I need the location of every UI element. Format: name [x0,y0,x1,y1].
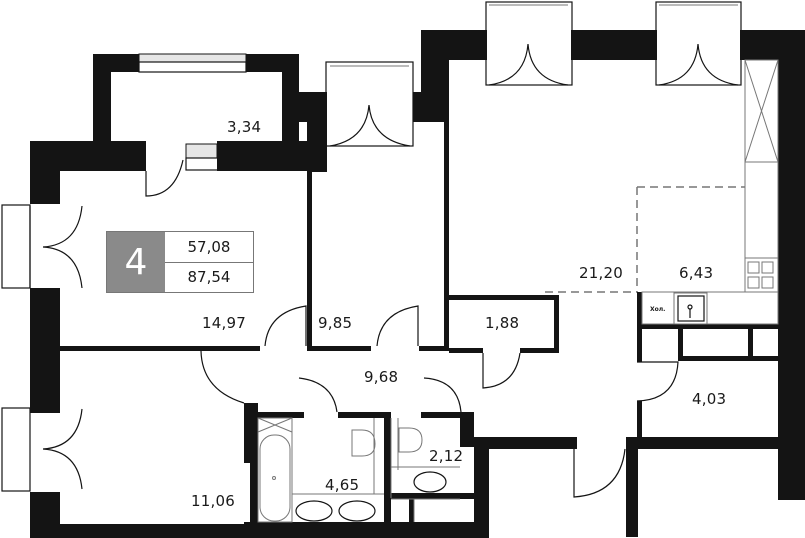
windows [138,53,247,171]
room-area-hallway: 9,68 [364,368,399,386]
balcony-doors [1,1,742,492]
walls [30,30,805,538]
bathroom-fixtures [257,417,460,523]
room-area-toilet: 2,12 [429,447,464,465]
kitchen-fixtures [545,59,779,325]
living-area-value: 57,08 [187,237,231,256]
fridge-label: Хол. [650,306,666,313]
room-area-living-room: 21,20 [579,264,623,282]
total-area-value: 87,54 [165,261,253,293]
room-area-bedroom-2: 9,85 [318,314,353,332]
interior-doors [145,159,679,498]
room-area-storage: 3,34 [227,118,262,136]
room-area-utility: 4,03 [692,390,727,408]
room-area-closet: 1,88 [485,314,520,332]
rooms-count: 4 [107,232,165,292]
room-area-bedroom-3: 11,06 [191,492,235,510]
room-area-kitchen: 6,43 [679,264,714,282]
room-area-bedroom-1: 14,97 [202,314,246,332]
room-area-bathroom: 4,65 [325,476,360,494]
apartment-summary-badge: 4 57,08 87,54 [106,231,254,293]
stove-icon [747,261,774,289]
